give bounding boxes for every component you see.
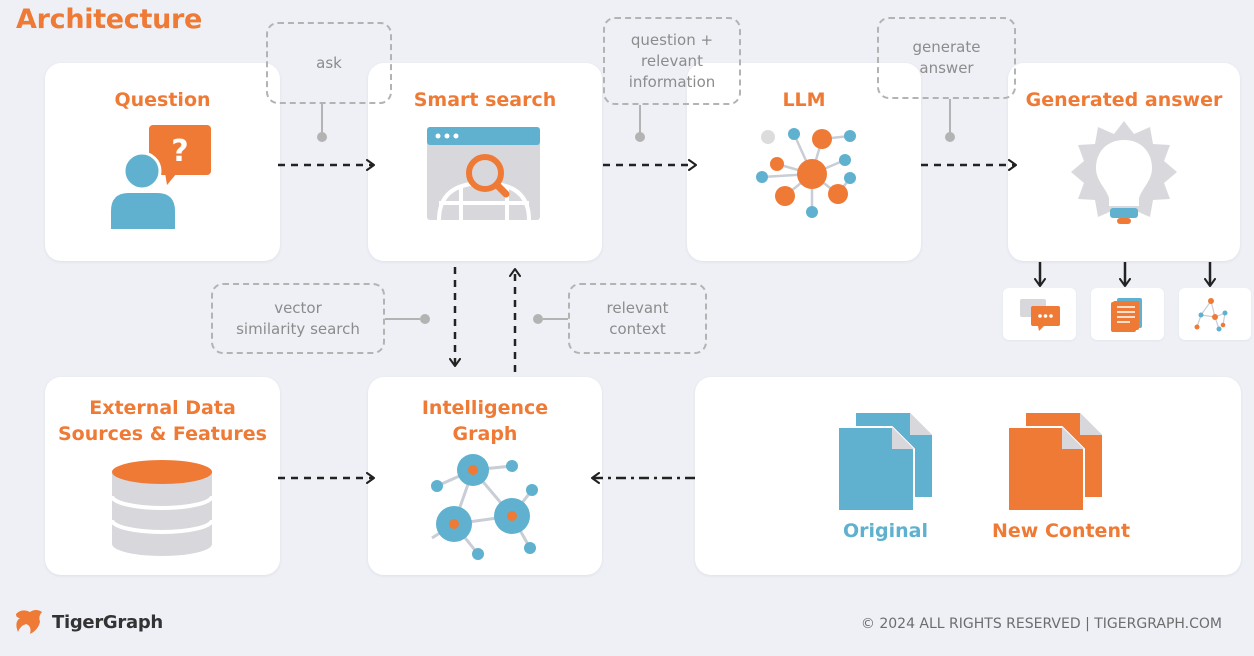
intelligence-graph-title-line2: Graph <box>452 423 518 445</box>
graph-icon <box>431 454 538 560</box>
browser-search-icon <box>427 127 540 221</box>
tiger-logo-icon <box>16 610 42 634</box>
external-data-title-line1: External Data <box>89 397 236 419</box>
question-relevant-leader-dot <box>635 132 645 142</box>
llm-title: LLM <box>782 89 826 111</box>
generate-answer-label: generate answer <box>877 17 1016 99</box>
svg-text:?: ? <box>171 134 188 169</box>
relevant-context-leader-dot <box>533 314 543 324</box>
relevant-context-label: relevant context <box>568 283 707 354</box>
question-title: Question <box>114 89 211 111</box>
network-icon <box>756 128 856 218</box>
vector-search-line1: vector <box>274 298 322 317</box>
new-content-label: New Content <box>992 520 1131 542</box>
new-content-document-icon <box>1007 413 1102 512</box>
vector-search-leader-dot <box>420 314 430 324</box>
ask-leader-dot <box>317 132 327 142</box>
copyright-text: © 2024 ALL RIGHTS RESERVED | TIGERGRAPH.… <box>860 616 1222 632</box>
generate-answer-line2: answer <box>919 59 974 77</box>
ask-label-text: ask <box>316 53 342 72</box>
question-relevant-label: question + relevant information <box>603 17 741 105</box>
relevant-context-line1: relevant <box>606 298 669 317</box>
original-label: Original <box>843 520 929 542</box>
footer-brand: TigerGraph <box>14 608 163 636</box>
ask-label: ask <box>266 22 392 104</box>
person-question-icon: ? <box>111 125 211 229</box>
page-title: Architecture <box>16 4 203 35</box>
generate-answer-line1: generate <box>912 38 981 56</box>
question-relevant-line3: information <box>628 72 716 91</box>
generated-answer-title: Generated answer <box>1025 89 1223 111</box>
intelligence-graph-title-line1: Intelligence <box>421 397 549 419</box>
vector-search-label: vector similarity search <box>211 283 385 354</box>
original-document-icon <box>837 413 932 512</box>
question-relevant-line1: question + <box>630 30 714 49</box>
chat-icon <box>1020 299 1060 331</box>
content-card <box>695 377 1241 575</box>
lightbulb-icon <box>1071 121 1177 224</box>
smart-search-title: Smart search <box>413 89 557 111</box>
generate-answer-leader-dot <box>945 132 955 142</box>
brand-name: TigerGraph <box>52 611 163 633</box>
external-data-title-line2: Sources & Features <box>58 423 267 445</box>
question-relevant-line2: relevant <box>641 51 703 70</box>
graph-mini-icon <box>1194 298 1228 332</box>
database-icon <box>110 460 214 556</box>
vector-search-line2: similarity search <box>236 319 360 338</box>
document-icon <box>1111 298 1142 332</box>
relevant-context-line2: context <box>609 319 666 338</box>
